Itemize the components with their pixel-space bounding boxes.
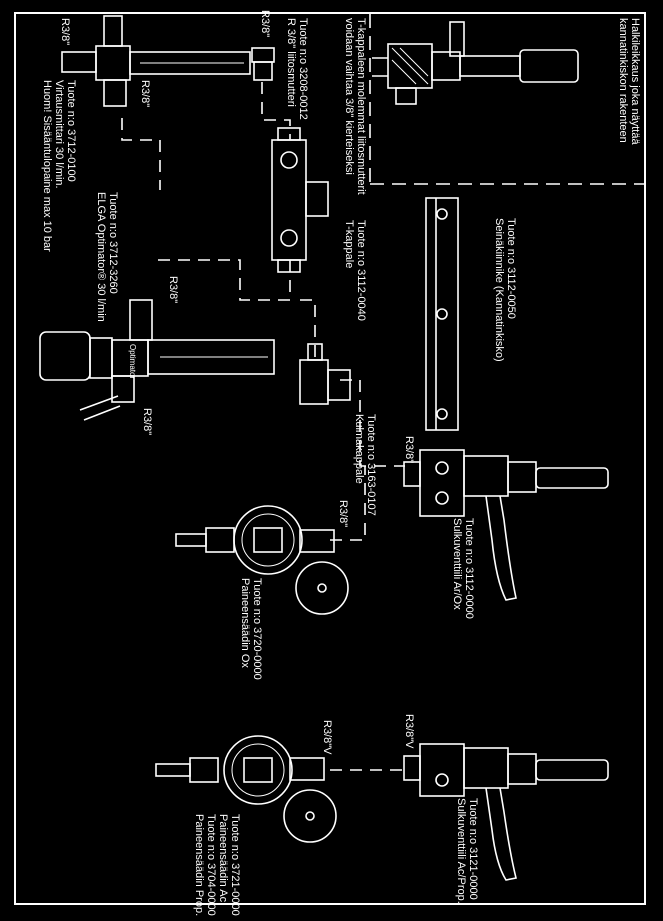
flowmeter-30-drawing — [61, 15, 251, 107]
thread-label-valve-ac-prop: R3/8"V — [403, 714, 415, 749]
thread-label-regulator-ox: R3/8" — [337, 500, 349, 528]
thread-label-regulator-ac: R3/8"V — [321, 720, 333, 755]
section-note-label: Halkileikkaus joka näyttää kannatinkisko… — [617, 18, 641, 145]
thread-label-optimator-outlet: R3/8" — [141, 408, 153, 436]
t-piece-product-label: Tuote n:o 3112-0040 T-kappale — [343, 220, 367, 321]
valve-ar-ox-drawing — [403, 449, 609, 601]
valve-ar-ox-product-label: Tuote n:o 3112-0000 Sulkuventtiili Ar/Ox — [451, 518, 475, 619]
valve-ac-prop-product-label: Tuote n:o 3121-0000 Sulkuventtiili Ac/Pr… — [455, 798, 479, 904]
regulator-ox-product-label: Tuote n:o 3720-0000 Paineensäädin Ox — [239, 578, 263, 680]
t-piece-drawing — [271, 127, 329, 273]
pipe-line-reg-ox — [330, 466, 366, 541]
rail-product-label: Tuote n:o 3112-0050 Seinäkiinnike (Kanna… — [493, 218, 517, 362]
pipe-line-elbow — [300, 299, 316, 360]
section-valve-drawing — [372, 21, 579, 105]
pipe-line-t-top — [261, 82, 291, 140]
pipe-line-top — [121, 118, 161, 190]
thread-label-nut: R3/8" — [259, 10, 271, 38]
rail-drawing — [425, 197, 459, 431]
flowmeter-product-label: Tuote n:o 3712-0100 Virtausmittari 30 l/… — [41, 80, 77, 252]
optimator-drawing — [39, 299, 275, 421]
optimator-product-label: Tuote n:o 3712-3260 ELGA Optimator® 30 l… — [95, 192, 119, 322]
elbow-product-label: Tuote n:o 3163-0107 Kulmakappale — [353, 414, 377, 516]
regulator-ac-prop-product-label: Tuote n:o 3721-0000 Paineensäädin Ac Tuo… — [193, 814, 241, 917]
thread-label-optimator-inlet: R3/8" — [167, 276, 179, 304]
thread-label-valve-ar-ox: R3/8" — [403, 436, 415, 464]
valve-ac-prop-drawing — [403, 743, 609, 881]
diagram-frame — [14, 12, 646, 905]
thread-label-flowmeter-outlet: R3/8" — [139, 80, 151, 108]
regulator-ox-drawing — [175, 505, 349, 615]
elbow-drawing — [299, 343, 351, 405]
optimator-brand-label: Optimator — [128, 344, 137, 380]
nut-product-label: Tuote n:o 3208-0012 R 3/8" liitosmutteri — [285, 18, 309, 120]
pipe-line-t-bottom — [150, 259, 291, 301]
t-piece-note-label: T-kappaleen molemmat liitosmutterit void… — [343, 18, 367, 195]
nut-drawing — [251, 47, 275, 81]
regulator-ac-prop-drawing — [155, 735, 337, 843]
thread-label-flowmeter-inlet: R3/8" — [59, 18, 71, 46]
